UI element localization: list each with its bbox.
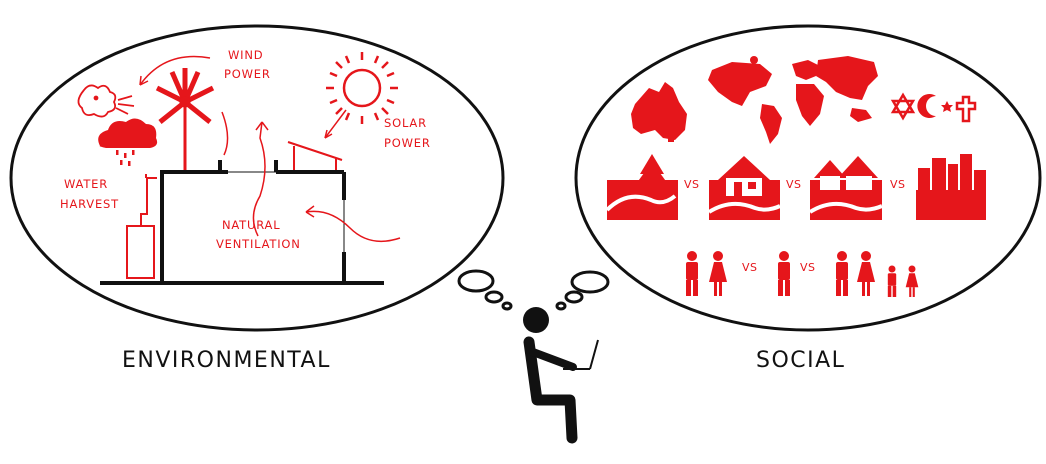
social-title: SOCIAL xyxy=(756,348,845,373)
family-icon xyxy=(836,251,919,297)
star-of-david-icon xyxy=(890,92,916,121)
water-harvest-label-1: WATER xyxy=(64,177,108,191)
wind-power-label-2: POWER xyxy=(224,67,271,81)
australia-map-icon xyxy=(631,82,687,142)
sun-icon xyxy=(326,52,398,124)
couple-icon xyxy=(686,251,727,296)
natural-ventilation-label-2: VENTILATION xyxy=(216,237,301,251)
seated-person-icon xyxy=(523,307,578,444)
village-house-icon xyxy=(707,156,781,220)
rain-cloud-icon xyxy=(98,118,158,166)
single-person-icon xyxy=(778,251,790,296)
laptop-icon xyxy=(563,339,599,370)
environmental-bubble xyxy=(9,24,505,332)
wind-power-label-1: WIND xyxy=(228,48,263,62)
cross-icon xyxy=(955,95,977,123)
vs-label: VS xyxy=(890,178,906,191)
environmental-title: ENVIRONMENTAL xyxy=(122,348,331,373)
building-section-icon xyxy=(100,160,384,285)
crescent-star-icon xyxy=(917,94,953,119)
solar-panel-icon xyxy=(287,141,343,170)
vs-label: VS xyxy=(684,178,700,191)
vs-label: VS xyxy=(800,261,816,274)
water-tank-icon xyxy=(126,174,157,279)
suburban-houses-icon xyxy=(808,156,883,220)
wind-turbine-icon xyxy=(155,68,215,170)
vs-label: VS xyxy=(786,178,802,191)
wind-face-icon xyxy=(77,84,135,118)
ventilation-arrow-icon xyxy=(252,121,401,243)
thought-dots-right xyxy=(555,270,610,311)
solar-power-label-2: POWER xyxy=(384,136,431,150)
city-skyline-icon xyxy=(916,154,986,220)
social-bubble xyxy=(574,24,1042,332)
wind-cycle-arrow-icon xyxy=(139,55,211,86)
vs-label: VS xyxy=(742,261,758,274)
natural-ventilation-label-1: NATURAL xyxy=(222,218,280,232)
solar-power-label-1: SOLAR xyxy=(384,116,427,130)
thought-dots-left xyxy=(457,269,513,311)
rural-tree-landscape-icon xyxy=(605,154,678,220)
world-map-icon xyxy=(708,56,878,144)
water-harvest-label-2: HARVEST xyxy=(60,197,119,211)
